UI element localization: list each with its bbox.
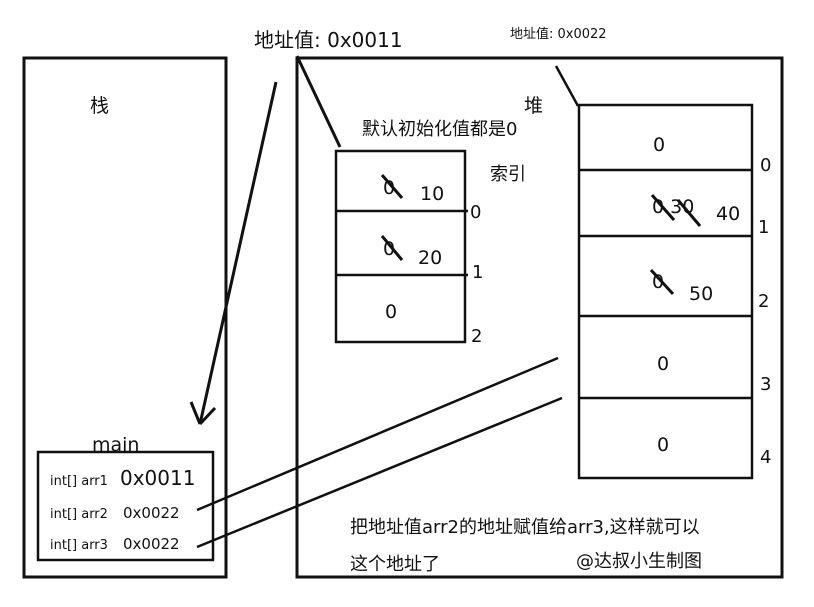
- default-value-note: 默认初始化值都是0: [362, 119, 517, 140]
- credit-text: @达叔小生制图: [576, 551, 702, 572]
- var-arr1-decl: int[] arr1: [50, 474, 108, 489]
- array1-box: [334, 149, 467, 344]
- pointer-arr2: [196, 356, 559, 512]
- strike-mark: [380, 174, 404, 199]
- array1-index-2: 2: [471, 326, 482, 347]
- address-leader-arr2: [554, 65, 580, 107]
- index-label: 索引: [490, 164, 526, 185]
- array2-cell2-value: 50: [689, 283, 713, 305]
- caption-line2: 这个地址了: [350, 554, 440, 575]
- heap-region: [295, 56, 784, 579]
- array1-cell1-old: 0: [383, 238, 395, 260]
- strike-mark: [650, 194, 676, 221]
- array1-cell2-value: 0: [385, 301, 397, 323]
- stack-region: [22, 56, 228, 579]
- address-leader-arr1: [295, 55, 342, 148]
- arrow-head: [189, 401, 202, 425]
- var-arr3-decl: int[] arr3: [50, 538, 108, 553]
- var-arr3-value: 0x0022: [123, 535, 180, 553]
- var-arr2-value: 0x0022: [123, 504, 180, 522]
- array1-index-1: 1: [472, 262, 483, 283]
- array2-index-0: 0: [760, 155, 771, 176]
- array2-cell3-value: 0: [657, 353, 669, 375]
- stack-title: 栈: [90, 95, 109, 117]
- var-arr2-decl: int[] arr2: [50, 507, 108, 522]
- heap-title: 堆: [524, 95, 543, 117]
- pointer-arrow-arr1: [198, 81, 278, 425]
- caption-line1: 把地址值arr2的地址赋值给arr3,这样就可以: [350, 517, 700, 538]
- arrow-head: [198, 406, 217, 426]
- pointer-arr3: [196, 396, 563, 549]
- address-label-arr1: 地址值: 0x0011: [254, 28, 403, 52]
- var-arr1-value: 0x0011: [120, 466, 195, 490]
- array1-cell0-value: 10: [420, 183, 444, 205]
- array2-cell4-value: 0: [657, 434, 669, 456]
- array2-box: [577, 103, 754, 480]
- strike-mark: [649, 268, 675, 296]
- array2-index-4: 4: [760, 447, 771, 468]
- array1: 0 10 0 20 0 0 1 2: [334, 149, 483, 347]
- array2-index-2: 2: [758, 291, 769, 312]
- main-frame: [36, 450, 215, 562]
- array2-index-1: 1: [758, 217, 769, 238]
- array2-cell0-value: 0: [653, 134, 665, 156]
- main-frame-label: main: [92, 434, 139, 456]
- array1-index-0: 0: [470, 202, 481, 223]
- strike-mark: [676, 199, 702, 227]
- array2-index-3: 3: [760, 374, 771, 395]
- array2-cell1-value: 40: [716, 203, 740, 225]
- array2: 0 0 30 40 0 50 0 0 0 1 2 3 4: [577, 103, 771, 480]
- array1-cell1-value: 20: [418, 247, 442, 269]
- array1-cell0-old: 0: [383, 177, 395, 199]
- address-label-arr2: 地址值: 0x0022: [510, 26, 607, 42]
- array2-cell1-old: 0 30: [652, 196, 694, 218]
- strike-mark: [380, 235, 404, 261]
